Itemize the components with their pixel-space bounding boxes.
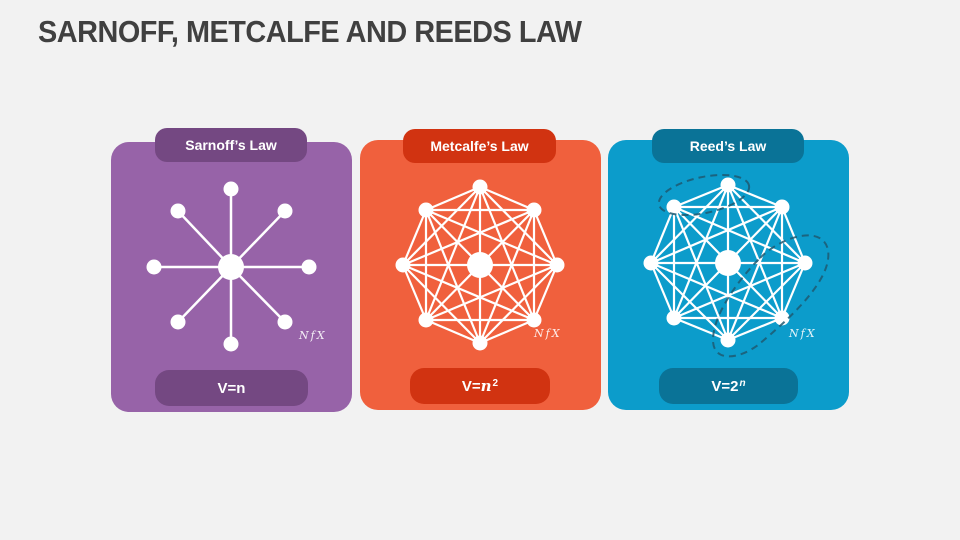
sarnoff-formula: V=n (155, 370, 308, 406)
mesh-network-icon (395, 179, 565, 351)
sarnoff-label: Sarnoff’s Law (155, 128, 307, 162)
group-network-icon (643, 173, 830, 358)
formula-text: V=n (217, 379, 246, 397)
formula-exponent: n (739, 377, 746, 389)
formula-base: V= (461, 377, 481, 395)
sarnoff-card: NfX V=n (111, 142, 352, 412)
formula-var: n (480, 377, 492, 395)
reed-label: Reed’s Law (652, 129, 804, 163)
nfx-watermark: NfX (789, 327, 817, 340)
metcalfe-label: Metcalfe’s Law (403, 129, 556, 163)
slide-title: SARNOFF, METCALFE AND REEDS LAW (38, 14, 582, 49)
formula-base: V=2 (711, 377, 739, 395)
star-network-icon (146, 181, 317, 352)
formula-exponent: 2 (492, 377, 499, 389)
nfx-watermark: NfX (534, 327, 562, 340)
nfx-watermark: NfX (299, 329, 327, 342)
